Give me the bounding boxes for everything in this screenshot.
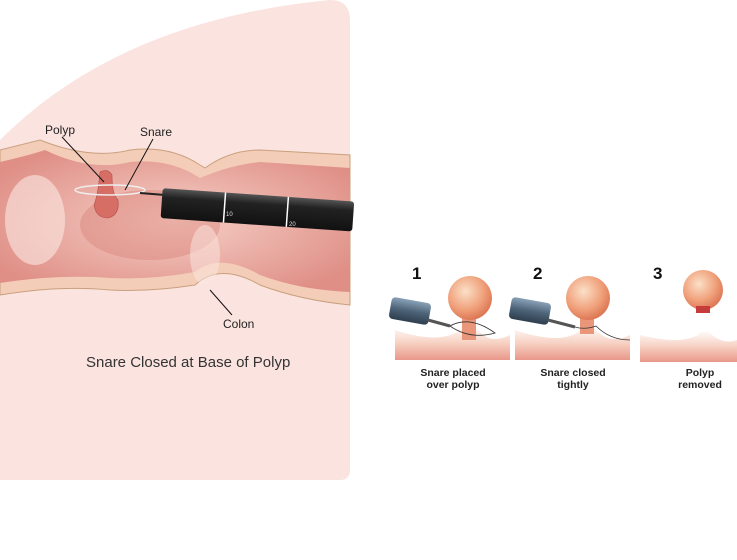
step-3-number: 3 [653, 264, 663, 283]
scope-mark-10: 10 [226, 212, 233, 218]
step-2-illustration [509, 276, 631, 360]
step-2-number: 2 [533, 264, 543, 283]
step-1-illustration [389, 276, 510, 360]
label-snare: Snare [140, 125, 173, 139]
step-1-number: 1 [412, 264, 422, 283]
label-colon: Colon [223, 317, 255, 331]
colonoscope [160, 188, 355, 232]
step-2-caption: Snare closed tightly [528, 367, 618, 391]
scope-mark-20: 20 [289, 222, 296, 228]
main-panel [0, 0, 351, 480]
step-1-caption-line2: over polyp [426, 379, 480, 391]
step-2-caption-line2: tightly [557, 379, 589, 391]
step-3-caption-line1: Polyp [685, 367, 715, 379]
step-1-caption: Snare placed over polyp [408, 367, 498, 391]
step-3-caption: Polyp removed [655, 367, 737, 391]
step-3-caption-line2: removed [678, 379, 722, 391]
label-polyp: Polyp [45, 123, 76, 137]
snare-loop [74, 184, 146, 196]
step-2-caption-line1: Snare closed [540, 367, 606, 379]
main-caption: Snare Closed at Base of Polyp [86, 354, 291, 371]
step-3-illustration [640, 270, 737, 362]
step-1-caption-line1: Snare placed [420, 367, 486, 379]
